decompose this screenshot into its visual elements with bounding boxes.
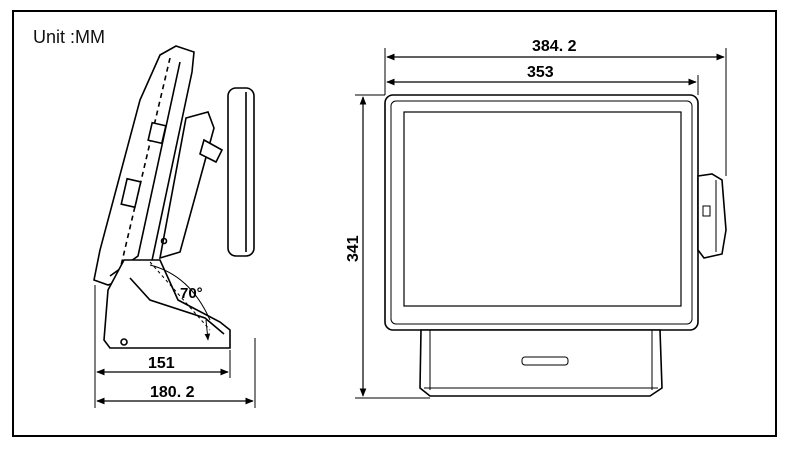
front-side-peripheral <box>697 173 727 259</box>
dim-label-180: 180. 2 <box>150 384 195 401</box>
dim-label-151: 151 <box>148 355 175 372</box>
side-stand-neck <box>158 111 215 260</box>
side-stand-base <box>103 259 231 349</box>
dim-label-341: 341 <box>345 235 362 262</box>
dim-label-384: 384. 2 <box>532 38 577 55</box>
dim-label-353: 353 <box>527 64 554 81</box>
front-logo-plate <box>521 356 569 366</box>
side-cd-arm <box>199 138 224 164</box>
front-bezel <box>384 94 699 331</box>
front-stand <box>419 329 663 397</box>
side-base-inner <box>129 277 225 335</box>
angle-arrow-line <box>204 319 211 341</box>
front-bezel-inner <box>390 100 693 325</box>
side-bump-lower <box>120 177 142 209</box>
side-bump-upper <box>147 121 167 145</box>
side-base-foot <box>120 338 128 346</box>
front-peripheral-slot <box>702 205 711 217</box>
unit-label: Unit :MM <box>33 27 105 47</box>
angle-arc <box>149 264 211 321</box>
side-stand-screw <box>160 237 168 245</box>
side-display-dashed <box>119 57 171 271</box>
front-screen <box>403 111 682 307</box>
side-view <box>93 45 256 408</box>
side-customer-display <box>227 87 255 257</box>
drawing-frame <box>12 10 777 437</box>
front-view <box>355 48 727 399</box>
angle-label: 70° <box>180 285 203 302</box>
